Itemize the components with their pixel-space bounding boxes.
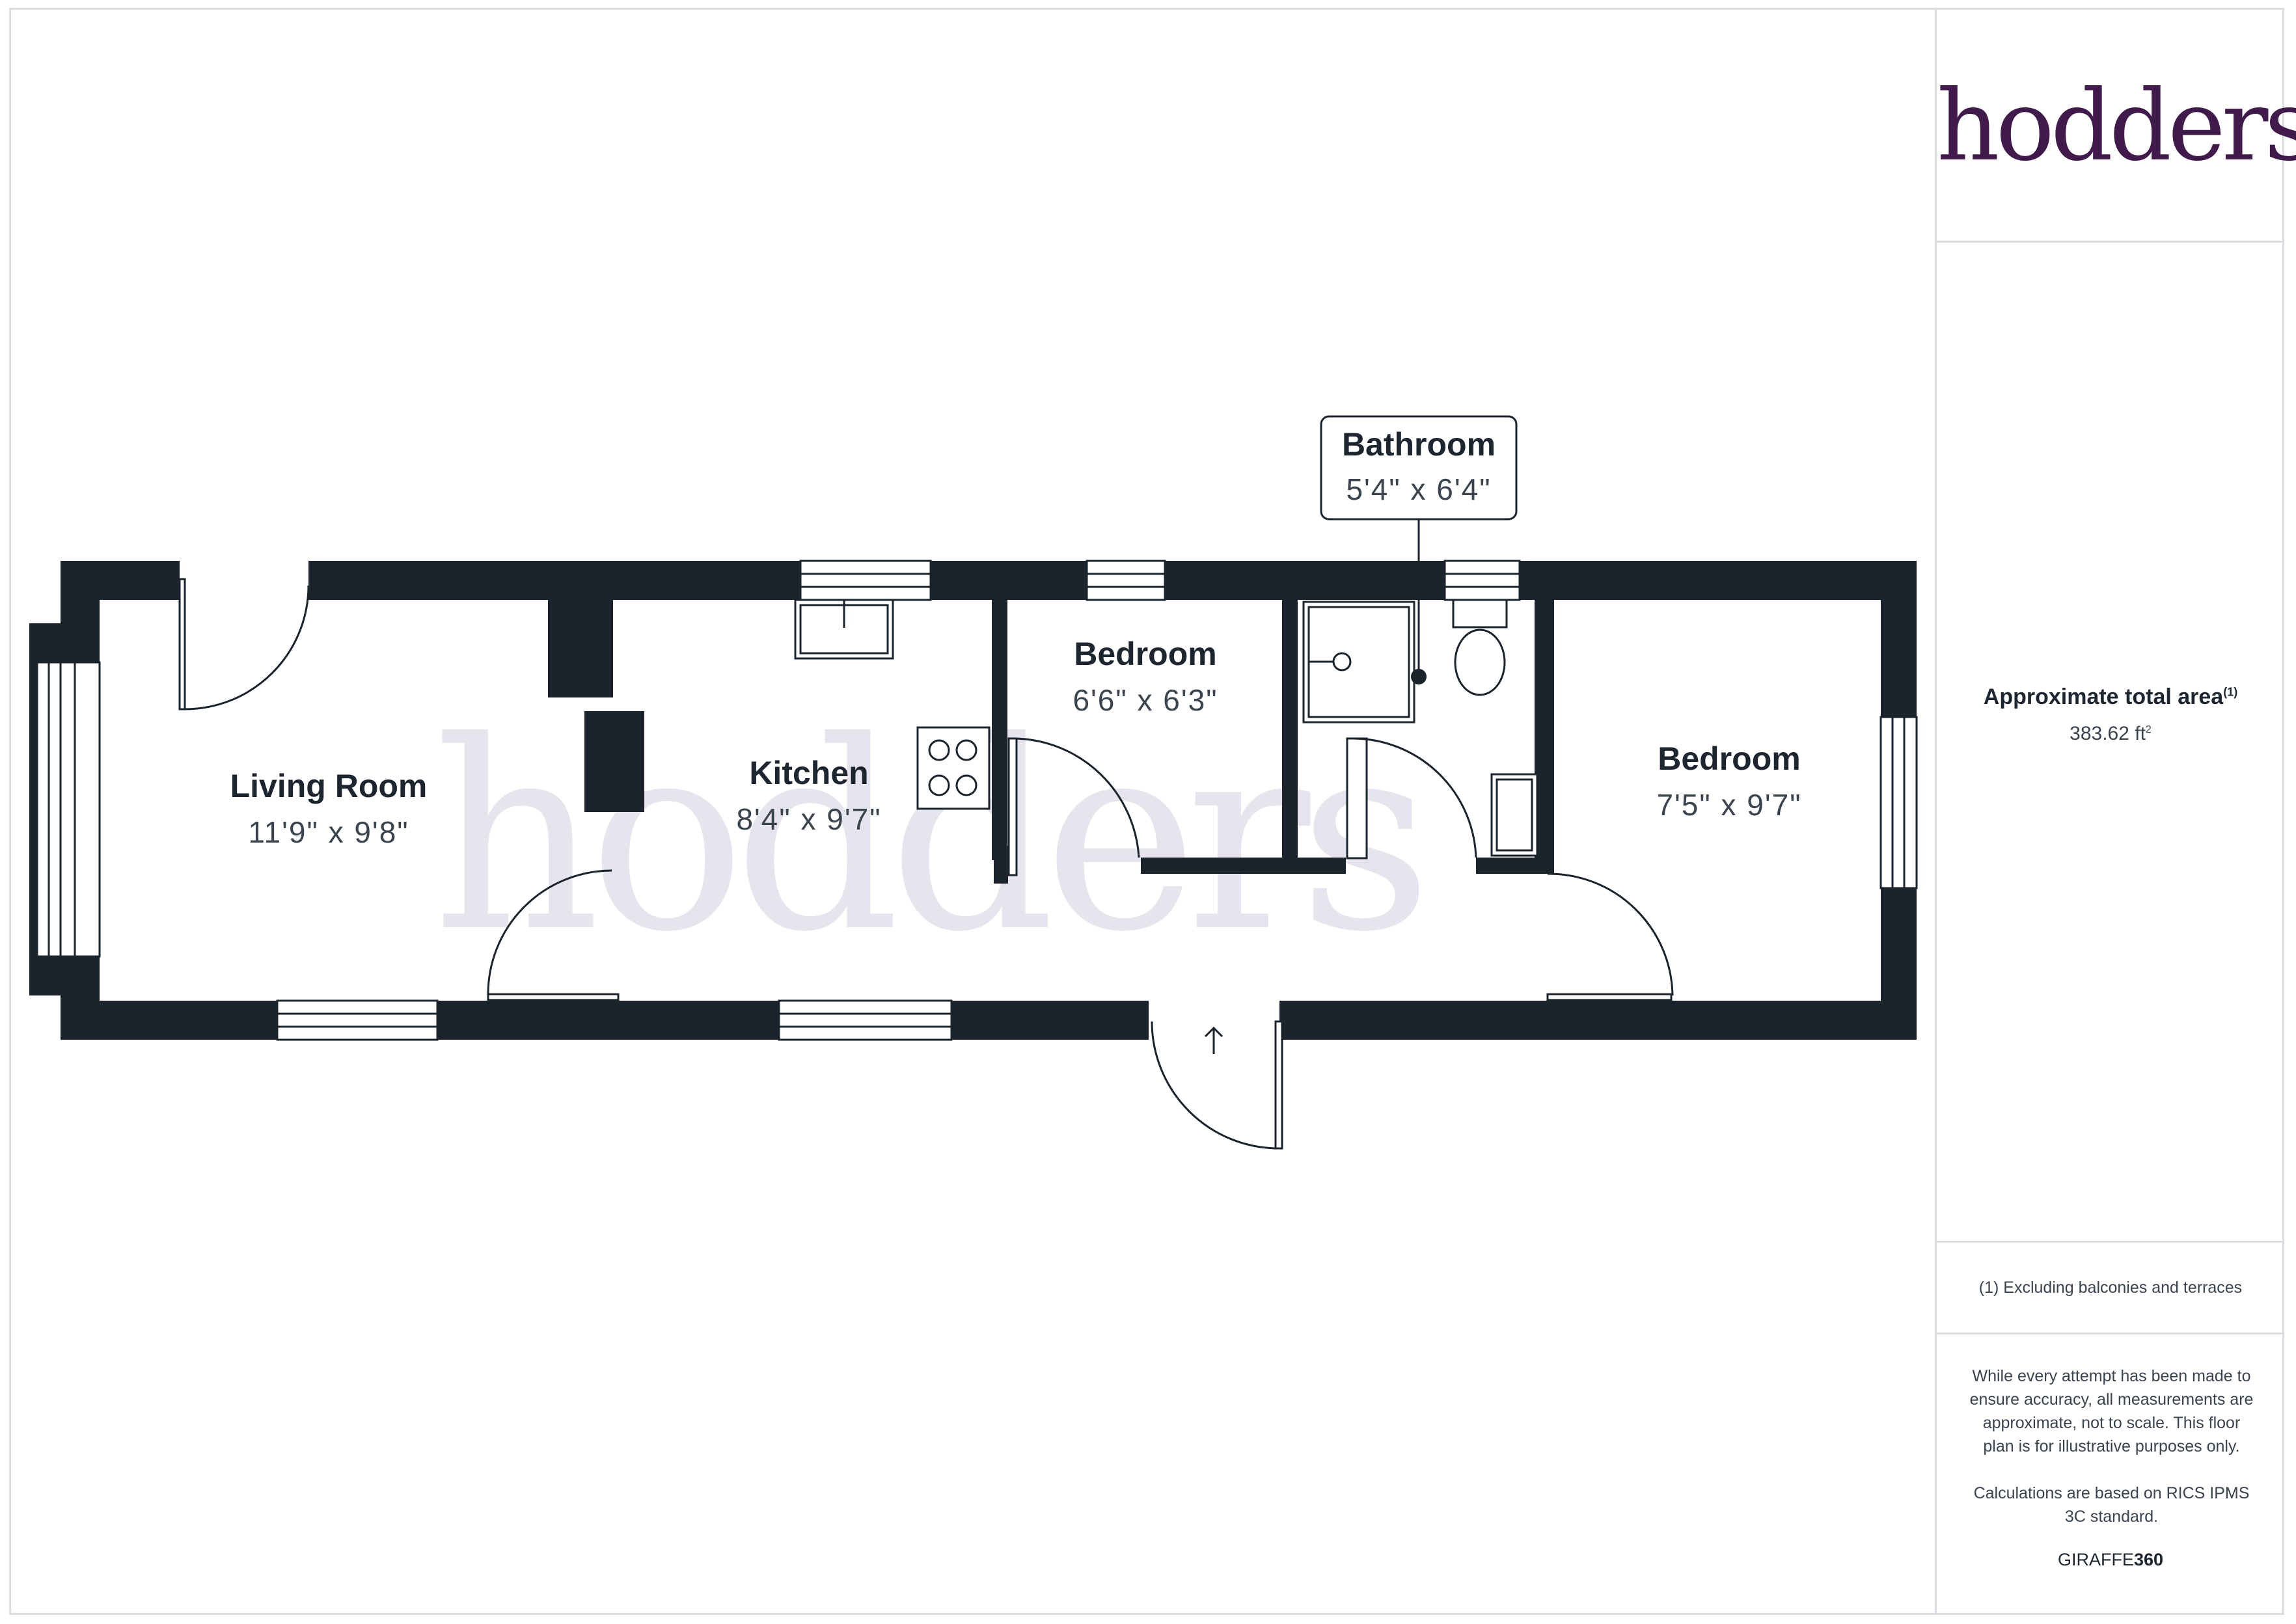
kitchen-name: Kitchen — [749, 755, 868, 791]
disclaimer: While every attempt has been made to ens… — [1966, 1364, 2257, 1528]
disclaimer-line2: Calculations are based on RICS IPMS 3C s… — [1973, 1484, 2250, 1526]
walls — [29, 561, 1917, 1040]
bathroom-label: Bathroom 5'4" x 6'4" — [1320, 415, 1518, 684]
area-unit-sup: 2 — [2145, 724, 2152, 735]
giraffe360-credit: GIRAFFE360 — [2057, 1550, 2164, 1569]
fixtures — [794, 599, 1538, 857]
living-room-dims: 11'9" x 9'8" — [248, 815, 409, 849]
logo-panel: hodders — [1937, 8, 2296, 243]
bathroom-dims: 5'4" x 6'4" — [1346, 472, 1491, 506]
bathroom-name: Bathroom — [1342, 426, 1496, 463]
area-value: 383.62 ft2 — [2070, 723, 2152, 744]
bedroom2-dims: 7'5" x 9'7" — [1656, 788, 1801, 822]
bedroom1-dims: 6'6" x 6'3" — [1073, 683, 1218, 717]
hodders-logo: hodders — [1937, 70, 2296, 183]
doors — [178, 578, 1674, 1150]
area-title: Approximate total area(1) — [1983, 684, 2238, 709]
bedroom1-name: Bedroom — [1074, 636, 1216, 672]
area-note-marker: (1) — [2223, 685, 2238, 699]
area-panel: Approximate total area(1) 383.62 ft2 — [1937, 684, 2284, 745]
living-room-name: Living Room — [230, 768, 428, 804]
page-frame — [9, 8, 2284, 1615]
floor-plan: hodders — [29, 415, 1918, 1150]
footnote: (1) Excluding balconies and terraces — [1937, 1241, 2284, 1334]
windows — [36, 560, 1918, 1041]
kitchen-dims: 8'4" x 9'7" — [736, 802, 881, 836]
disclaimer-line1: While every attempt has been made to ens… — [1969, 1367, 2254, 1455]
bedroom2-name: Bedroom — [1658, 740, 1800, 777]
info-sidebar: hodders Approximate total area(1) 383.62… — [1935, 8, 2296, 1615]
